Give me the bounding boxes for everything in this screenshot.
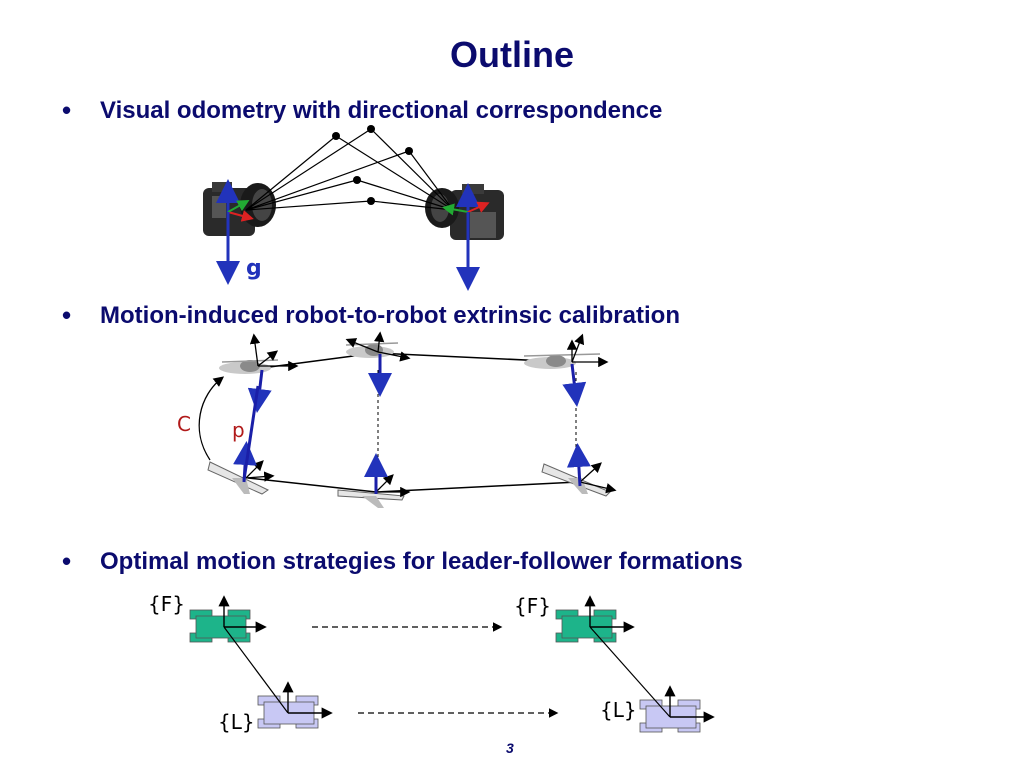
airplane-3-icon: [541, 463, 611, 497]
bullet-text: Optimal motion strategies for leader-fol…: [100, 548, 743, 575]
bullet-marker: •: [62, 546, 72, 576]
leader-frame-label-1: {L}: [218, 710, 255, 734]
feature-rays: [245, 128, 454, 211]
robot-frame-axes: [218, 595, 715, 723]
bullet-text: Motion-induced robot-to-robot extrinsic …: [100, 302, 680, 329]
feature-points: [332, 125, 413, 205]
follower-frame-label-2: {F}: [514, 594, 551, 618]
page-number: 3: [506, 740, 514, 756]
gravity-label: g: [246, 256, 262, 281]
follower-frame-label-1: {F}: [148, 592, 185, 616]
camera-right-axes: [442, 183, 490, 216]
follower-robot-2-icon: [555, 609, 617, 643]
follower-robot-1-icon: [189, 609, 251, 643]
bullet-marker: •: [62, 300, 72, 330]
c-rotation-arc: [198, 376, 225, 461]
formation-link-2: [589, 626, 671, 718]
bullet-text: Visual odometry with directional corresp…: [100, 97, 663, 124]
airplane-2-icon: [337, 489, 405, 508]
p-label: p: [232, 418, 245, 442]
c-label: C: [177, 412, 191, 436]
formation-link-1: [223, 626, 289, 714]
p-vector: [242, 385, 260, 481]
bullet-marker: •: [62, 95, 72, 125]
leader-frame-label-2: {L}: [600, 698, 637, 722]
helicopter-3-icon: [523, 353, 601, 369]
slide-title: Outline: [450, 34, 574, 75]
frame-axes: [245, 331, 617, 498]
camera-left-axes: [216, 179, 254, 222]
